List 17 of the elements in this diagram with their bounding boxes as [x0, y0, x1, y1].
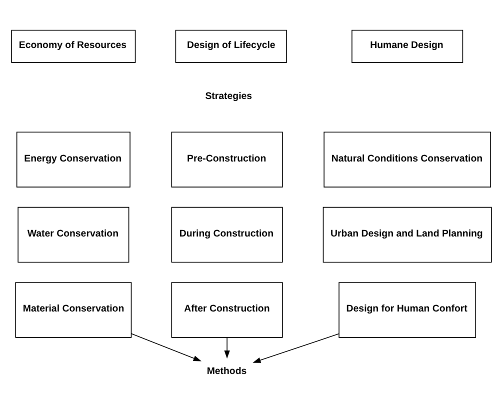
- node-box: Energy Conservation: [16, 132, 130, 188]
- node-box: Design of Lifecycle: [175, 30, 287, 63]
- node-text: Methods: [206, 366, 247, 377]
- node-box: Design for Human Confort: [338, 282, 476, 338]
- node-box: Economy of Resources: [11, 30, 136, 63]
- node-box: Pre-Construction: [171, 132, 283, 188]
- label: Strategies: [205, 91, 252, 102]
- arrow: [252, 333, 340, 363]
- node-box: After Construction: [171, 282, 283, 338]
- arrow: [130, 333, 202, 362]
- arrow: [224, 337, 230, 359]
- node-box: Natural Conditions Conservation: [324, 132, 491, 188]
- node-box: Material Conservation: [15, 282, 132, 338]
- node-box: Water Conservation: [18, 206, 130, 263]
- node-box: Humane Design: [352, 30, 464, 63]
- node-box: Urban Design and Land Planning: [322, 206, 492, 263]
- node-box: During Construction: [171, 206, 283, 263]
